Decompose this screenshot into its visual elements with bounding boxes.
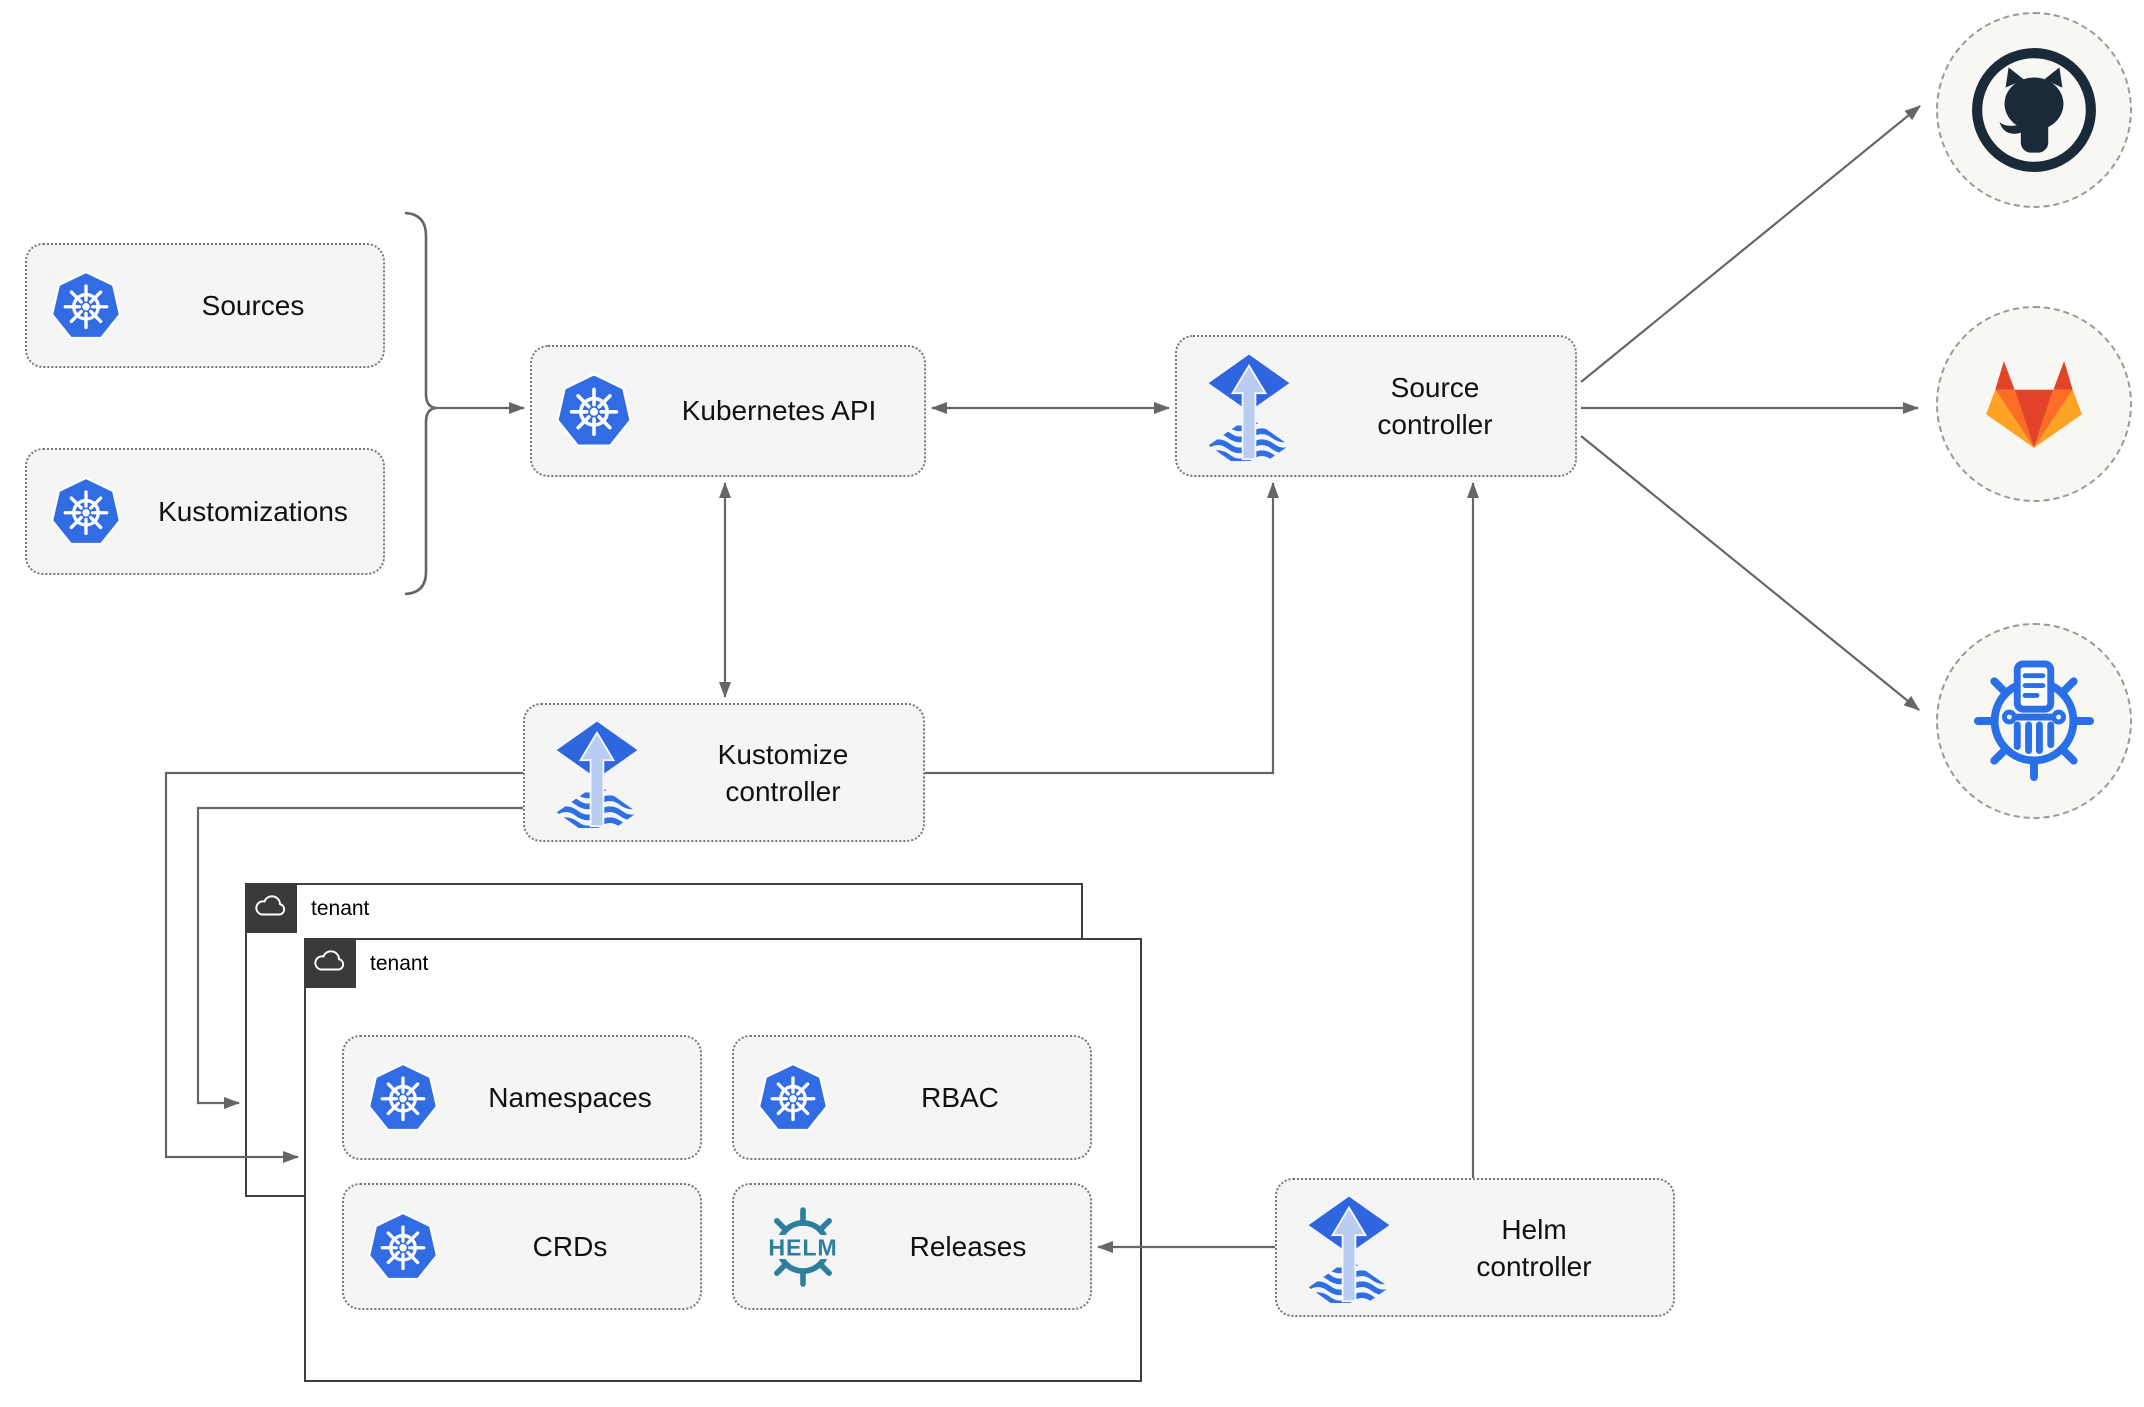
helm-icon: HELM xyxy=(760,1204,846,1290)
kustomize-controller-line1: Kustomize xyxy=(717,738,849,770)
kustomize-controller-node: Kustomize controller xyxy=(523,703,925,842)
helm-controller-line1: Helm xyxy=(1501,1213,1567,1245)
source-controller-label: Source controller xyxy=(1295,369,1575,443)
releases-node: HELM Releases xyxy=(732,1183,1092,1310)
gitlab-target xyxy=(1936,306,2132,502)
namespaces-label: Namespaces xyxy=(488,1081,652,1113)
gitlab-icon xyxy=(1986,361,2082,448)
source-controller-line2: controller xyxy=(1377,409,1493,440)
kubernetes-icon xyxy=(49,269,123,343)
kubernetes-api-label: Kubernetes API xyxy=(681,395,877,426)
releases-label: Releases xyxy=(909,1230,1027,1262)
kubernetes-icon xyxy=(366,1210,440,1284)
source-controller-line1: Source xyxy=(1390,372,1480,403)
kubernetes-icon xyxy=(554,371,634,451)
edge-brace xyxy=(404,211,437,596)
kubernetes-icon xyxy=(366,1061,440,1135)
github-icon xyxy=(1968,44,2100,176)
inner-tenant-box: tenant xyxy=(303,937,1142,1382)
edge-kustomizectrl-sourcectrl xyxy=(925,482,1279,775)
kustomizations-label: Kustomizations xyxy=(158,495,348,527)
flux-icon xyxy=(551,718,643,828)
inner-tenant-tab xyxy=(303,937,356,988)
sources-node: Sources xyxy=(25,243,385,368)
helm-controller-line2: controller xyxy=(1476,1250,1592,1282)
outer-tenant-label: tenant xyxy=(311,897,370,920)
flux-icon xyxy=(1203,351,1295,461)
kustomizations-node: Kustomizations xyxy=(25,448,385,575)
crds-label: CRDs xyxy=(532,1230,608,1262)
helm-wordmark: HELM xyxy=(768,1234,837,1260)
outer-tenant-tab xyxy=(244,882,297,933)
kubernetes-api-node: Kubernetes API xyxy=(530,345,926,477)
kubernetes-bucket-icon xyxy=(1970,657,2098,785)
kustomize-controller-line2: controller xyxy=(725,775,841,807)
rbac-node: RBAC xyxy=(732,1035,1092,1160)
kubernetes-icon xyxy=(756,1061,830,1135)
namespaces-node: Namespaces xyxy=(342,1035,702,1160)
cloud-icon xyxy=(313,950,344,971)
bucket-target xyxy=(1936,623,2132,819)
source-controller-node: Source controller xyxy=(1175,335,1577,477)
kubernetes-icon xyxy=(49,475,123,549)
edge-sourcectrl-bucket xyxy=(1580,435,1920,711)
kustomize-controller-label: Kustomize controller xyxy=(643,736,923,810)
crds-node: CRDs xyxy=(342,1183,702,1310)
edge-sourcectrl-github xyxy=(1580,105,1921,383)
inner-tenant-label: tenant xyxy=(370,952,429,975)
helm-controller-label: Helm controller xyxy=(1395,1211,1673,1285)
cloud-icon xyxy=(254,895,285,916)
rbac-label: RBAC xyxy=(921,1081,999,1113)
helm-controller-node: Helm controller xyxy=(1275,1178,1675,1317)
github-target xyxy=(1936,12,2132,208)
sources-label: Sources xyxy=(201,289,305,321)
flux-icon xyxy=(1303,1193,1395,1303)
